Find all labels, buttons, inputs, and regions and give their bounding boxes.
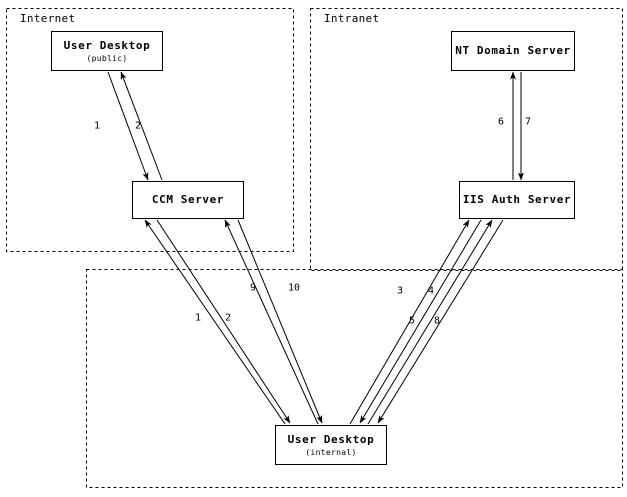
edge-step-label-edge-2-public: 2 [134,120,142,132]
zone-label-internet: Internet [20,12,76,25]
node-title-user-desktop-public: User Desktop [63,38,151,52]
zone-label-intranet: Intranet [324,12,380,25]
node-nt-domain-server[interactable]: NT Domain Server [451,31,575,71]
edge-step-label-edge-3: 3 [396,285,404,297]
zone-border-intranet [310,8,623,271]
node-title-ccm-server: CCM Server [151,193,225,206]
connector-edge-4 [359,219,482,424]
connector-edge-5 [367,219,493,425]
connector-edge-8 [377,219,504,424]
connector-edge-2-internal [156,219,291,424]
edge-step-label-edge-9: 9 [249,282,257,294]
node-user-desktop-internal[interactable]: User Desktop(internal) [275,425,387,465]
connector-edge-10 [237,219,323,424]
node-title-user-desktop-internal: User Desktop [287,432,375,446]
zone-border-internet [6,8,294,252]
connector-edge-1-internal [144,219,286,425]
node-ccm-server[interactable]: CCM Server [132,181,244,219]
node-user-desktop-public[interactable]: User Desktop(public) [51,31,163,71]
edge-step-label-edge-8: 8 [433,315,441,327]
edge-step-label-edge-5: 5 [408,315,416,327]
connector-edge-9 [224,219,319,425]
edge-step-label-edge-2-internal: 2 [224,312,232,324]
edge-step-label-edge-4: 4 [427,285,435,297]
edge-step-label-edge-7: 7 [524,116,532,128]
node-subtitle-user-desktop-public: (public) [86,53,128,63]
connector-edge-2-public [120,71,163,181]
node-subtitle-user-desktop-internal: (internal) [305,447,357,457]
edge-step-label-edge-10: 10 [287,282,301,294]
edge-step-label-edge-1-internal: 1 [194,312,202,324]
node-title-nt-domain-server: NT Domain Server [455,44,571,57]
edge-step-label-edge-6: 6 [497,116,505,128]
node-title-iis-auth-server: IIS Auth Server [462,193,572,206]
connector-edge-1-public [107,71,149,181]
zone-border-internal-lan [86,269,623,488]
node-iis-auth-server[interactable]: IIS Auth Server [459,181,575,219]
edge-step-label-edge-1-public: 1 [93,120,101,132]
connector-edge-3 [349,219,470,425]
